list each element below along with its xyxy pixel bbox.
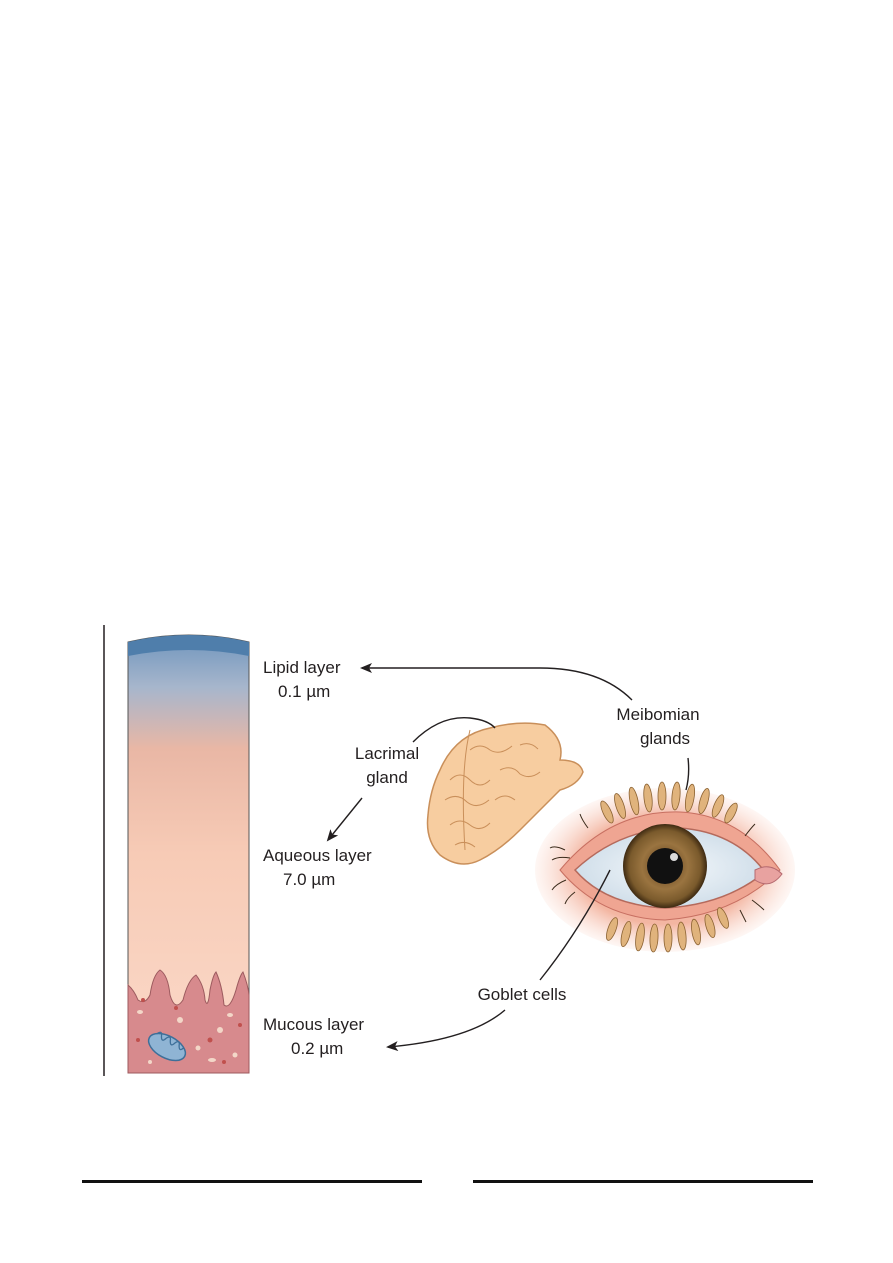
meibomian-glands-label-2: glands [640,729,690,748]
lipid-layer-label: Lipid layer [263,658,341,677]
eyelash-icon [600,781,738,824]
mitochondrion-icon [147,1031,187,1062]
lacrimal-gland-label: Lacrimal [355,744,419,763]
lacrimal-gland-icon [426,722,584,865]
meibomian-leader [685,757,690,791]
pupil [647,848,683,884]
lipid-arrow [360,663,633,701]
goblet-leader [539,869,611,981]
caruncle [754,866,783,885]
meibomian-glands-label: Meibomian [616,705,699,724]
mucous-thickness-label: 0.2 µm [291,1039,343,1058]
lacrimal-gland-label-2: gland [366,768,408,787]
signature-line-left [82,1180,422,1183]
lipid-thickness-label: 0.1 µm [278,682,330,701]
aqueous-arrow [326,797,363,842]
goblet-cells-label: Goblet cells [478,985,567,1004]
lacrimal-leader [412,717,496,743]
eye-icon [535,781,795,953]
mucous-arrow [386,1009,506,1052]
signature-line-right [473,1180,813,1183]
tear-film-column [127,634,250,1074]
aqueous-layer-label: Aqueous layer [263,846,372,865]
aqueous-thickness-label: 7.0 µm [283,870,335,889]
lipid-band [128,635,249,656]
mucous-granules [137,1010,238,1064]
mucous-layer-label: Mucous layer [263,1015,364,1034]
